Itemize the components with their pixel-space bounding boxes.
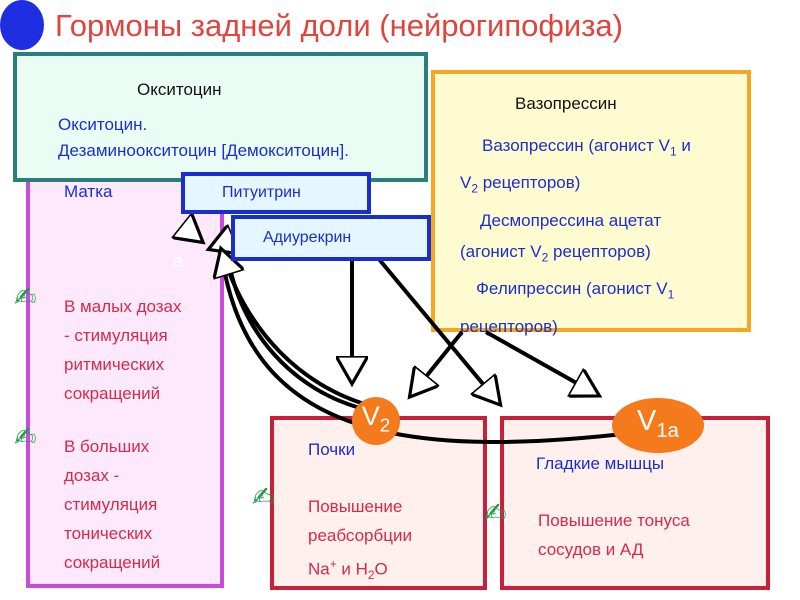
smooth-muscle-effect: Повышение тонуса сосудов и АД <box>538 506 690 564</box>
vasopressin-text: рецепторов) <box>477 173 581 193</box>
vasopressin-panel <box>431 70 751 332</box>
arrow-pituitrin-to-uterus <box>190 232 200 240</box>
arrow-vasopressin-to-kidney <box>412 330 464 394</box>
vasopressin-text: (агонист V <box>460 241 542 261</box>
oxytocin-heading: Окситоцин <box>137 80 222 99</box>
receptor-v2-oval: V2 <box>352 397 400 445</box>
pituitrin-label: Питуитрин <box>222 184 301 201</box>
uterus-heading: Матка <box>64 182 113 201</box>
vasopressin-line: (агонист V2 рецепторов) <box>460 236 691 273</box>
page-title: Гормоны задней доли (нейрогипофиза) <box>55 8 623 43</box>
large-doses-line: тонических <box>64 524 153 543</box>
small-doses-line: - стимуляция <box>64 326 168 345</box>
vasopressin-list: Вазопрессин (агонист V1 и V2 рецепторов)… <box>460 130 691 342</box>
curve-v2-back <box>222 252 379 410</box>
pituitrin-box <box>181 172 371 214</box>
oxygen-text: O <box>374 559 388 579</box>
uterus-large-doses: В больших дозах - стимуляция тонических … <box>64 432 160 577</box>
vasopressin-text: Фелипрессин (агонист V <box>476 279 668 299</box>
large-doses-line: В больших <box>64 437 150 456</box>
receptor-subscript: 1 <box>670 144 677 159</box>
small-doses-line: В малых дозах <box>64 297 182 316</box>
oxytocin-list: Окситоцин. Дезаминоокситоцин [Демокситоц… <box>58 112 349 164</box>
receptor-v2-label: V2 <box>361 401 391 437</box>
writing-hand-icon: ✍ <box>252 482 275 512</box>
water-subscript: 2 <box>367 568 375 583</box>
large-doses-line: дозах - <box>64 466 120 485</box>
writing-hand-icon: ✍ <box>484 498 507 528</box>
kidney-effect: Повышение реабсорбции Na+ и H2O <box>308 492 412 590</box>
charge-superscript: + <box>329 557 337 571</box>
arrow-adiurecrin-to-smooth-muscle <box>376 256 498 402</box>
vasopressin-line: рецепторов) <box>460 316 558 336</box>
vasopressin-line: Вазопрессин (агонист V1 и <box>460 130 691 167</box>
kidney-effect-line: реабсорбции <box>308 526 412 545</box>
kidney-effect-line: Повышение <box>308 497 403 516</box>
vasopressin-text: Вазопрессин (агонист V <box>482 136 671 155</box>
oxytocin-line: Дезаминоокситоцин [Демокситоцин]. <box>58 141 349 160</box>
sodium-text: Na <box>308 559 330 579</box>
and-h-text: и H <box>336 559 368 579</box>
large-doses-line: стимуляция <box>64 495 158 514</box>
vasopressin-line: Десмопрессина ацетат <box>480 210 662 230</box>
receptor-v1a-subscript: 1a <box>656 419 679 442</box>
small-doses-line: ритмических <box>64 355 165 374</box>
receptor-subscript: 2 <box>471 181 478 196</box>
curve-uterus-to-v1a <box>220 257 641 444</box>
receptor-v1a-oval: V1a <box>612 398 704 453</box>
kidney-heading: Почки <box>308 440 356 459</box>
kidney-effect-line: Na+ и H2O <box>308 550 412 590</box>
vasopressin-heading: Вазопрессин <box>515 94 617 113</box>
arrow-vasopressin-to-v1a <box>485 330 596 394</box>
vasopressin-text: рецепторов) <box>548 241 651 261</box>
receptor-a-label: a <box>173 251 184 271</box>
vasopressin-line: Фелипрессин (агонист V1 <box>460 273 691 310</box>
smooth-muscle-heading: Гладкие мышцы <box>536 454 665 473</box>
receptor-subscript: 2 <box>541 250 549 265</box>
receptor-subscript: 1 <box>667 287 675 302</box>
large-doses-line: сокращений <box>64 553 161 572</box>
receptor-v2-letter: V <box>361 401 380 431</box>
receptor-v1a-label: V1a <box>637 405 679 442</box>
writing-hand-icon: ✍ <box>14 282 37 312</box>
receptor-v1a-letter: V <box>637 405 657 437</box>
adiurecrin-label: Адиурекрин <box>263 229 352 246</box>
vasopressin-text: и <box>676 136 691 155</box>
receptor-v2-subscript: 2 <box>379 415 391 437</box>
receptor-a-badge <box>0 0 44 50</box>
oxytocin-line: Окситоцин. <box>58 115 148 134</box>
curve-uterus-to-v2 <box>226 257 369 412</box>
uterus-small-doses: В малых дозах - стимуляция ритмических с… <box>64 292 182 408</box>
adiurecrin-box <box>231 215 431 261</box>
writing-hand-icon: ✍ <box>14 422 37 452</box>
smooth-muscle-effect-line: сосудов и АД <box>538 540 644 559</box>
arrow-adiurecrin-to-uterus <box>212 240 232 248</box>
smooth-muscle-effect-line: Повышение тонуса <box>538 511 690 530</box>
vasopressin-line: V2 рецепторов) <box>460 167 691 204</box>
vasopressin-text: V <box>460 173 472 193</box>
small-doses-line: сокращений <box>64 384 161 403</box>
